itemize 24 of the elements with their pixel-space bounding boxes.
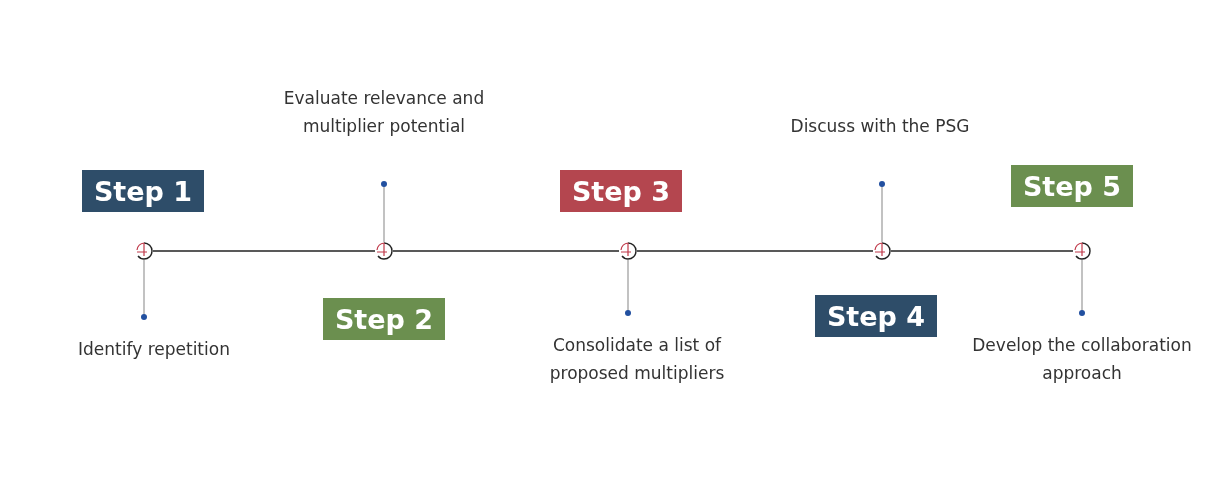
timeline-marker-icon <box>135 242 153 260</box>
timeline-marker-icon <box>375 242 393 260</box>
step-description: Discuss with the PSG <box>790 115 970 138</box>
step-description: Identify repetition <box>78 338 230 361</box>
timeline-line <box>890 250 1074 252</box>
stem-line <box>141 259 147 320</box>
step-badge: Step 5 <box>1011 165 1133 207</box>
timeline-marker-icon <box>619 242 637 260</box>
step-description: Consolidate a list of proposed multipliers <box>548 334 726 385</box>
step-badge: Step 4 <box>815 295 937 337</box>
stem-line <box>381 181 387 243</box>
stem-line <box>879 181 885 243</box>
step-description: Evaluate relevance and multiplier potential <box>282 87 486 138</box>
timeline-marker-icon <box>1073 242 1091 260</box>
step-badge: Step 1 <box>82 170 204 212</box>
timeline-line <box>152 250 376 252</box>
timeline-line <box>392 250 620 252</box>
step-badge: Step 2 <box>323 298 445 340</box>
stem-line <box>625 259 631 316</box>
timeline-marker-icon <box>873 242 891 260</box>
step-description: Develop the collaboration approach <box>972 334 1192 385</box>
stem-line <box>1079 259 1085 316</box>
timeline-line <box>636 250 874 252</box>
step-badge: Step 3 <box>560 170 682 212</box>
